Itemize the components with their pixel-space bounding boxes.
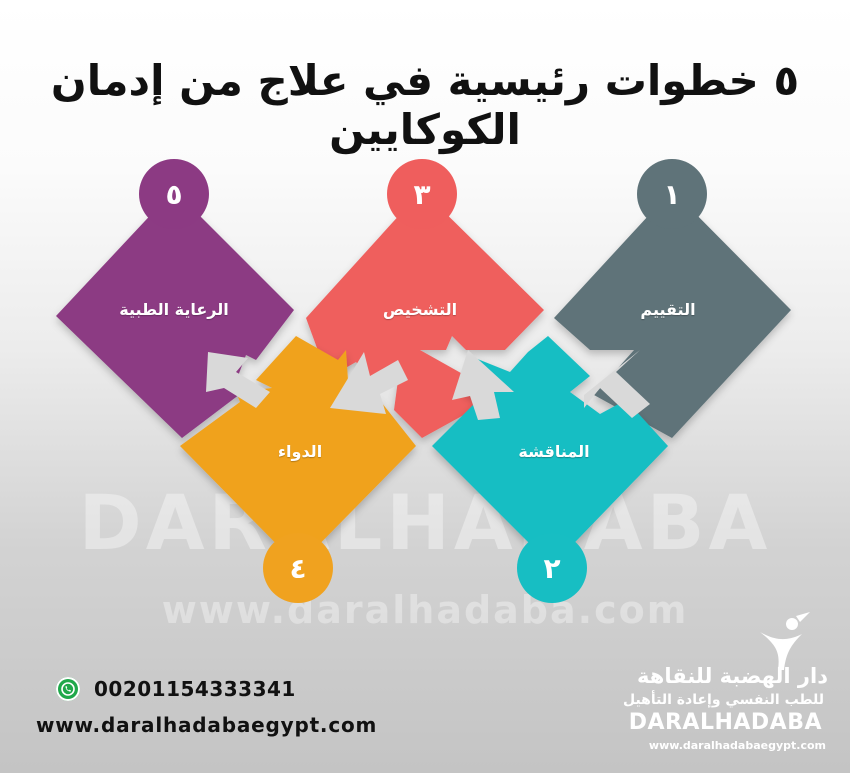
website-link[interactable]: www.daralhadabaegypt.com	[36, 713, 378, 737]
watermark-brand: DARALHADABA	[78, 478, 772, 567]
logo-english-name: DARALHADABA	[628, 710, 822, 735]
phone-row: 00201154333341	[56, 677, 296, 701]
phone-number[interactable]: 00201154333341	[94, 677, 296, 701]
step-1-label: التقييم	[640, 300, 696, 319]
step-3-shape	[306, 190, 544, 438]
step-4-label: الدواء	[277, 442, 323, 461]
logo-url: www.daralhadabaegypt.com	[648, 739, 826, 752]
arrow-icon	[330, 352, 408, 414]
brand-logo: دار الهضبة للنقاهة للطب النفسي وإعادة ال…	[618, 612, 828, 762]
step-1-number: ١	[637, 159, 707, 229]
step-5-label: الرعاية الطبية	[119, 300, 229, 319]
arrow-icon	[452, 350, 514, 420]
logo-figure-icon	[760, 612, 810, 670]
step-3-number: ٣	[387, 159, 457, 229]
step-2-label: المناقشة	[518, 442, 590, 461]
logo-arabic-name: دار الهضبة للنقاهة	[637, 664, 828, 688]
arrow-icon	[206, 352, 270, 408]
arrow-icon	[584, 350, 650, 418]
step-4-number: ٤	[263, 533, 333, 603]
step-3-label: التشخيص	[382, 300, 458, 319]
step-5-number: ٥	[139, 159, 209, 229]
page-title: ٥ خطوات رئيسية في علاج من إدمان الكوكايي…	[50, 56, 800, 154]
logo-arabic-tagline: للطب النفسي وإعادة التأهيل	[622, 692, 824, 708]
step-2-number: ٢	[517, 533, 587, 603]
whatsapp-icon	[56, 677, 80, 701]
watermark-url: www.daralhadaba.com	[161, 588, 689, 632]
